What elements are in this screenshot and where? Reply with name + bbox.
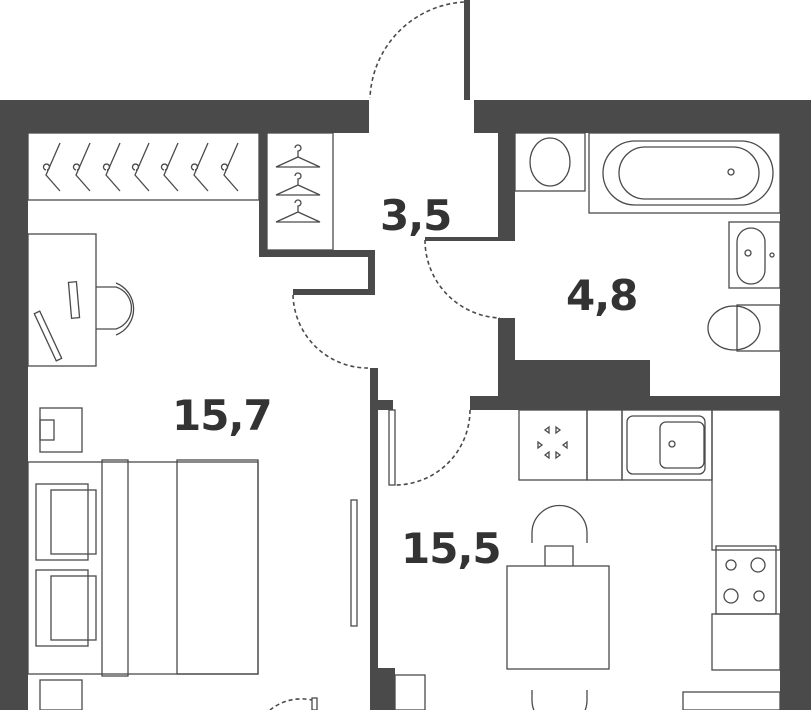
kitchen-fixtures <box>394 409 781 710</box>
doors <box>269 1 501 710</box>
area-label-hallway: 3,5 <box>380 191 451 240</box>
stove <box>715 545 777 615</box>
kitchen-door-swing <box>394 409 471 486</box>
washing-machine <box>514 132 586 192</box>
bed <box>27 407 358 710</box>
dining-table <box>506 565 610 670</box>
area-label-bathroom: 4,8 <box>566 271 637 320</box>
bathtub <box>588 132 781 214</box>
wall-cabinet <box>350 499 358 627</box>
toilet <box>736 304 781 352</box>
bathroom-door-swing <box>424 239 501 319</box>
hanger-icons <box>42 142 239 192</box>
nightstand <box>39 679 83 710</box>
wardrobe <box>27 132 334 251</box>
entrance-door-swing <box>369 1 465 99</box>
kitchen-sink <box>626 415 706 475</box>
area-label-bedroom: 15,7 <box>172 391 272 440</box>
bedroom-door-swing <box>292 294 369 369</box>
area-label-kitchen: 15,5 <box>401 524 501 573</box>
bathroom-fixtures <box>514 132 781 352</box>
desk <box>27 233 135 367</box>
nightstand <box>39 407 83 453</box>
sink <box>728 221 781 289</box>
